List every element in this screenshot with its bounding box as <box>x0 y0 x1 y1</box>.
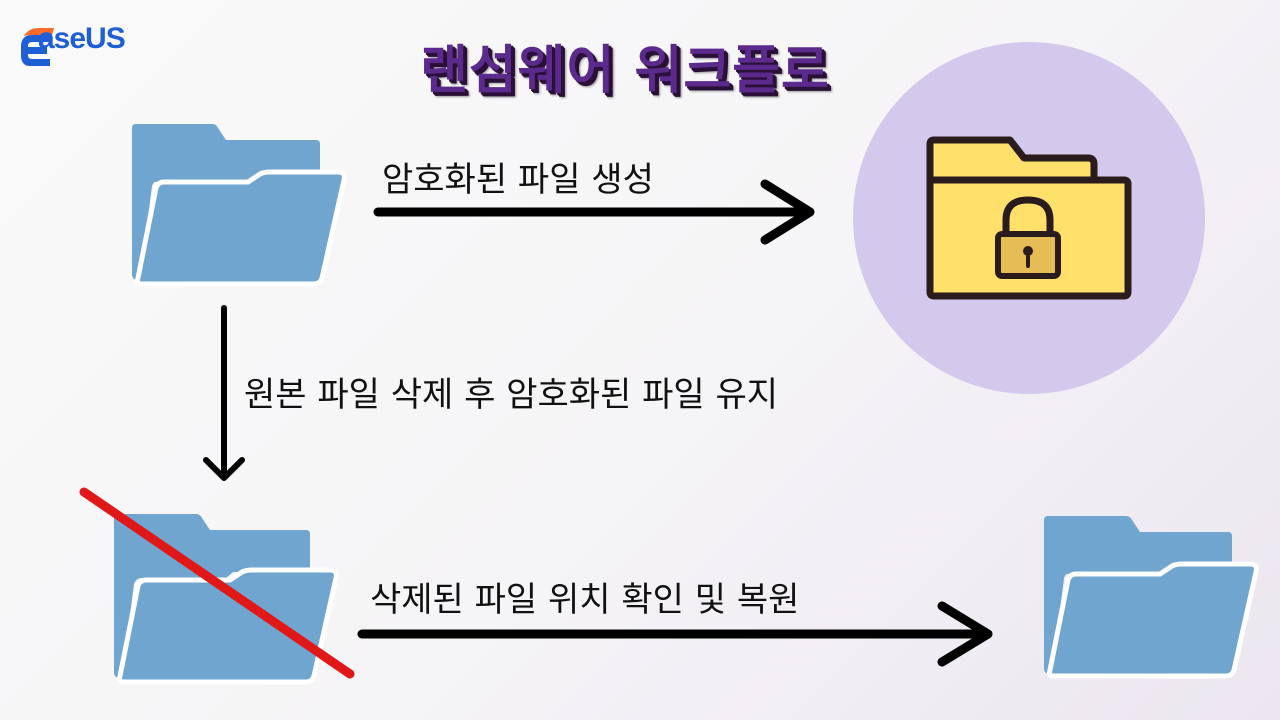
step-recover-label: 삭제된 파일 위치 확인 및 복원 <box>370 580 800 620</box>
restored-folder-icon <box>1044 516 1259 679</box>
logo-accent-icon <box>24 28 54 36</box>
arrow-encrypt <box>373 179 815 245</box>
arrow-recover <box>357 601 993 667</box>
deleted-folder-icon <box>79 487 355 685</box>
logo-text: aseUS <box>38 22 126 55</box>
step-encrypt-label: 암호화된 파일 생성 <box>382 160 654 200</box>
logo-e-icon <box>21 35 52 66</box>
strike-line <box>79 487 355 679</box>
step-delete-label: 원본 파일 삭제 후 암호화된 파일 유지 <box>244 375 779 415</box>
arrow-delete <box>203 305 245 481</box>
locked-folder-icon <box>926 136 1132 300</box>
original-folder-icon <box>132 124 347 287</box>
page-title: 랜섬웨어 워크플로 <box>420 41 830 101</box>
